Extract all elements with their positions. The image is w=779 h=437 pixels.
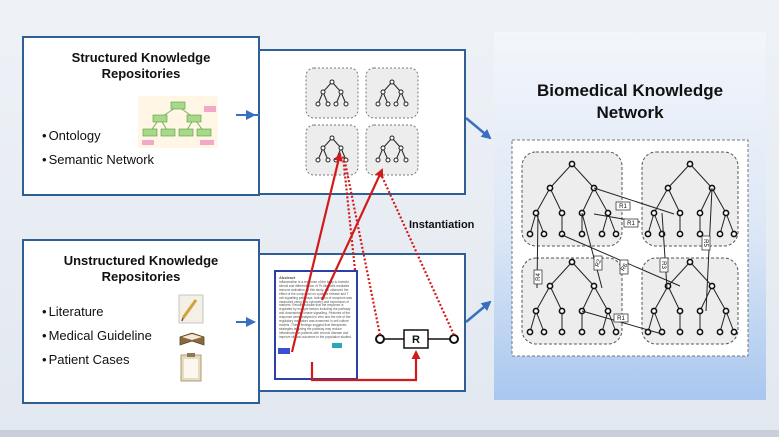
- network-title-line1: Biomedical Knowledge: [536, 81, 724, 100]
- structured-title-line2: Repositories: [101, 66, 181, 81]
- ontology-trees-panel: [258, 49, 466, 195]
- edge-label: R2: [595, 258, 603, 268]
- edge-label: R3: [660, 261, 666, 269]
- list-item: Ontology: [42, 124, 154, 148]
- ontology-tree-4: [365, 124, 419, 176]
- ontology-tree-2: [365, 67, 419, 119]
- literature-document: Abstract Inflammation is a response of t…: [274, 270, 358, 380]
- bottom-bar: [0, 430, 779, 437]
- unstructured-repositories-panel: Unstructured Knowledge Repositories Lite…: [22, 239, 260, 404]
- edge-label: R5: [702, 239, 708, 247]
- structured-title-line1: Structured Knowledge: [71, 50, 211, 65]
- instantiation-link: [290, 152, 343, 353]
- structured-repositories-panel: Structured Knowledge Repositories Ontolo…: [22, 36, 260, 196]
- instantiation-link: [378, 171, 456, 336]
- relation-triple: R: [375, 329, 459, 349]
- unstructured-title-line1: Unstructured Knowledge: [63, 253, 219, 268]
- arrow-doc-to-network: [465, 300, 492, 323]
- unstructured-title-line2: Repositories: [101, 269, 181, 284]
- medical-guideline-book-icon: [179, 332, 205, 346]
- edge-label: R4: [536, 273, 542, 281]
- highlighted-entity: [278, 348, 290, 354]
- ontology-tree-1: [305, 67, 359, 119]
- ontology-graph-icon: [138, 96, 218, 148]
- document-text: Inflammation is a response of the body t…: [279, 280, 352, 339]
- knowledge-network: R1 R1 R2 R3 R4 R5 R6 R1: [511, 139, 749, 357]
- document-heading: Abstract: [279, 275, 296, 280]
- edge-label: R6: [620, 262, 629, 272]
- edge-label: R1: [627, 221, 635, 227]
- instantiation-link: [310, 350, 421, 382]
- document-body: Abstract Inflammation is a response of t…: [279, 275, 353, 340]
- list-item: Patient Cases: [42, 348, 152, 372]
- list-item: Semantic Network: [42, 148, 154, 172]
- literature-pencil-icon: [178, 294, 204, 324]
- instantiation-link: [341, 155, 357, 271]
- edge-label: R1: [617, 316, 625, 322]
- structured-list: Ontology Semantic Network: [42, 124, 154, 172]
- unstructured-list: Literature Medical Guideline Patient Cas…: [42, 300, 152, 372]
- instantiation-link: [321, 168, 384, 301]
- instantiation-link: [343, 161, 382, 336]
- network-title-line2: Network: [596, 103, 664, 122]
- instantiation-label: Instantiation: [409, 219, 475, 231]
- ontology-tree-3: [305, 124, 359, 176]
- list-item: Medical Guideline: [42, 324, 152, 348]
- edge-label: R1: [619, 204, 627, 210]
- arrow-trees-to-network: [465, 117, 492, 140]
- patient-cases-clipboard-icon: [180, 353, 202, 382]
- relation-label: R: [412, 334, 420, 346]
- list-item: Literature: [42, 300, 152, 324]
- highlighted-entity: [332, 343, 342, 348]
